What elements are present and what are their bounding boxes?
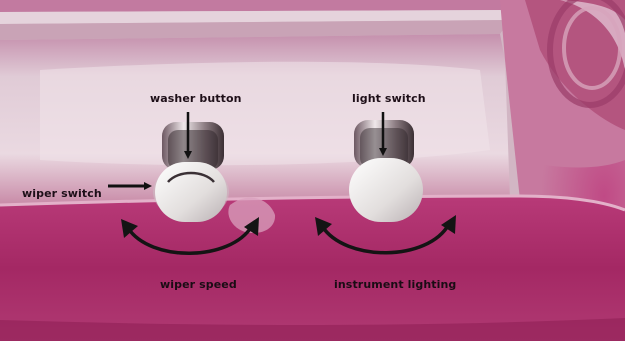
light-switch-knob-icon <box>349 120 423 222</box>
light-switch-label: light switch <box>352 92 426 105</box>
wiper-speed-label: wiper speed <box>160 278 237 291</box>
washer-button-label: washer button <box>150 92 242 105</box>
wiper-switch-label: wiper switch <box>22 187 102 200</box>
instrument-lighting-label: instrument lighting <box>334 278 456 291</box>
wiper-switch-knob-icon <box>153 122 229 222</box>
